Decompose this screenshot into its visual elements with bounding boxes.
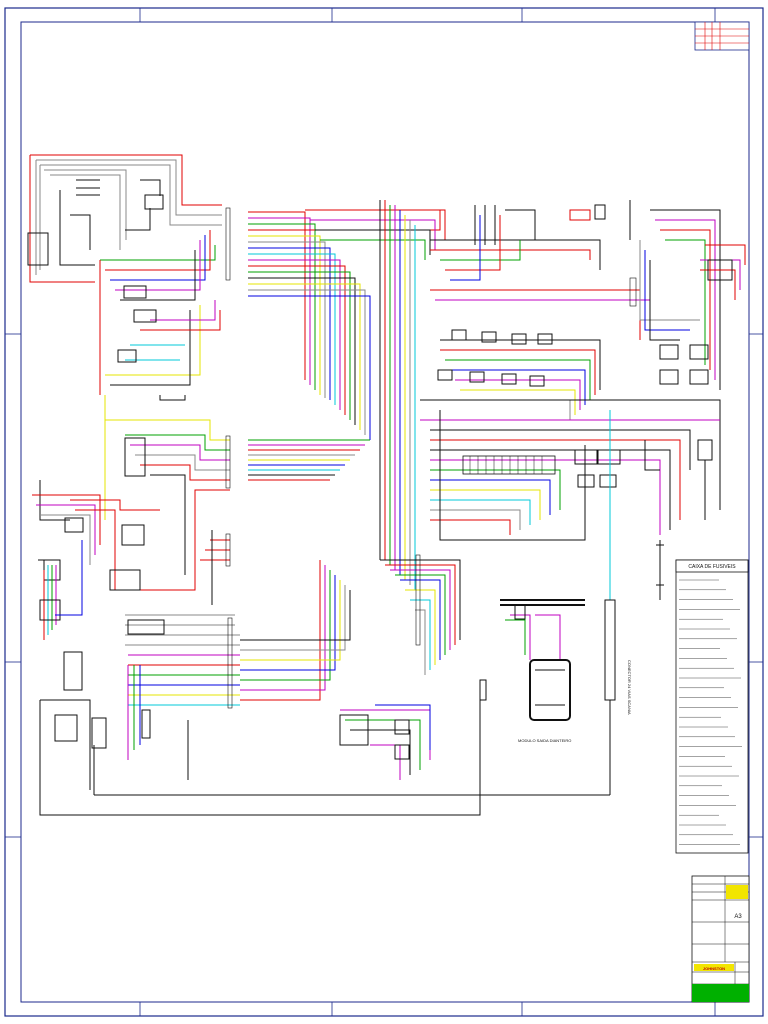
pin-marks — [225, 207, 637, 709]
central-harness — [240, 200, 461, 701]
sheet-border — [4, 7, 764, 1017]
central-relay-block — [430, 204, 651, 420]
connector-strip — [420, 399, 721, 541]
fuse-box-table: CAIXA DE FUSIVEIS — [675, 559, 749, 854]
left-top-relay-block — [27, 154, 222, 283]
title-block-sheet-code: A3 — [734, 914, 742, 920]
connector-label-group: CONECTOR 24 VIAS SCANIA — [627, 660, 632, 715]
title-block-logo: JOHNSTON — [703, 966, 725, 971]
revision-table — [694, 21, 750, 51]
right-relay-block — [604, 200, 746, 795]
left-lower-block — [39, 614, 610, 816]
fuse-lines — [679, 579, 742, 845]
left-mid-relay-block — [99, 230, 221, 401]
fuse-box-title: CAIXA DE FUSIVEIS — [688, 564, 736, 570]
left-center-block — [32, 395, 230, 640]
title-block: A3 JOHNSTON — [691, 875, 750, 1003]
lower-center-block — [339, 599, 585, 780]
connector-label: CONECTOR 24 VIAS SCANIA — [627, 660, 632, 715]
module-label: MODULO SAIDA DIANTEIRO — [518, 738, 571, 743]
